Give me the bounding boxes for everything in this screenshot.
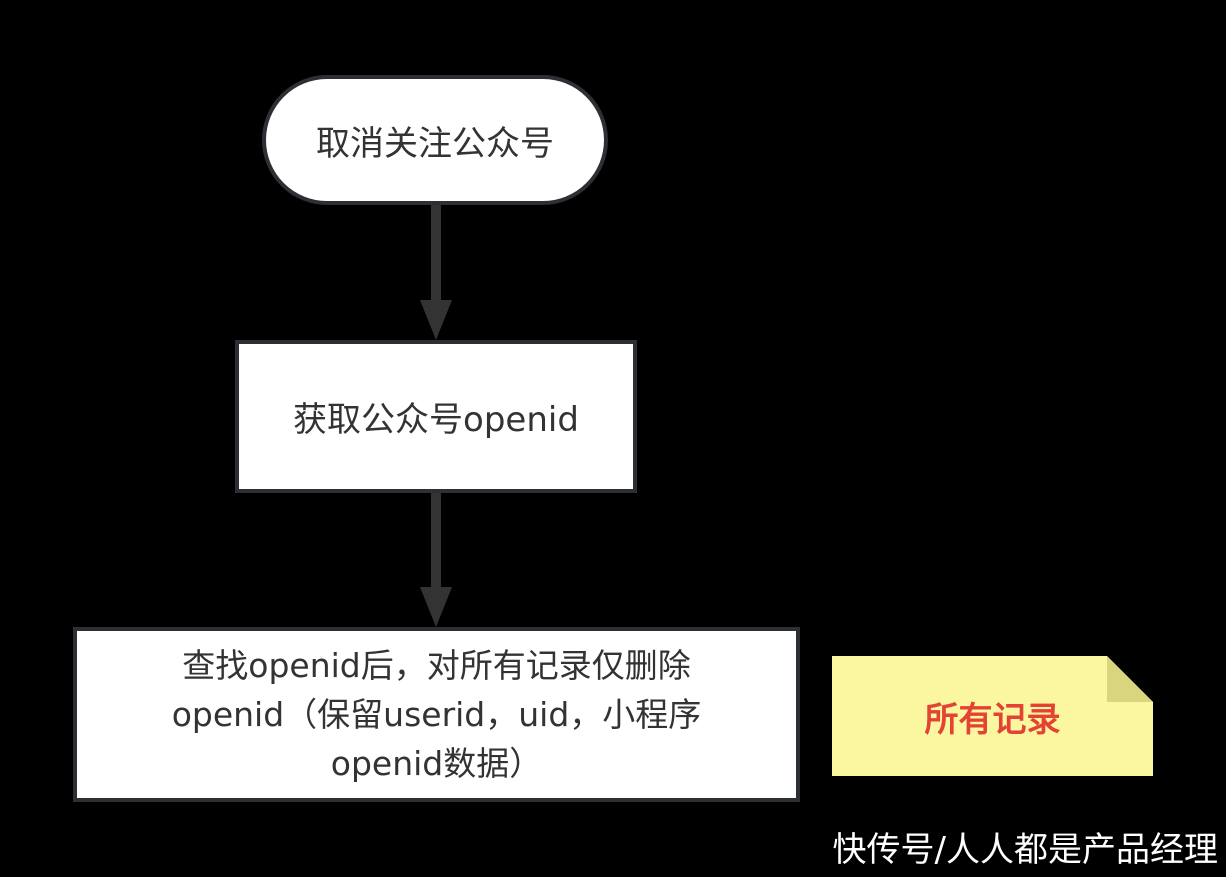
node-get-openid-label: 获取公众号openid [293,400,579,440]
arrowhead-get-to-find [420,587,452,627]
watermark: 快传号/人人都是产品经理 [832,830,1218,870]
node-find-and-delete-openid: 查找openid后，对所有记录仅删除 openid（保留userid，uid，小… [73,627,800,802]
node-unfollow-official-account: 取消关注公众号 [262,75,608,205]
note-shape [832,656,1153,776]
arrowhead-start-to-get [420,300,452,340]
node-find-label-line-1: 查找openid后，对所有记录仅删除 [182,646,691,685]
note-label: 所有记录 [924,699,1061,740]
node-find-label-line-3: openid数据） [330,744,543,783]
node-find-label-line-2: openid（保留userid，uid，小程序 [171,695,702,734]
node-get-openid: 获取公众号openid [235,340,637,493]
node-unfollow-label: 取消关注公众号 [316,123,554,164]
note-all-records: 所有记录 [832,656,1153,776]
